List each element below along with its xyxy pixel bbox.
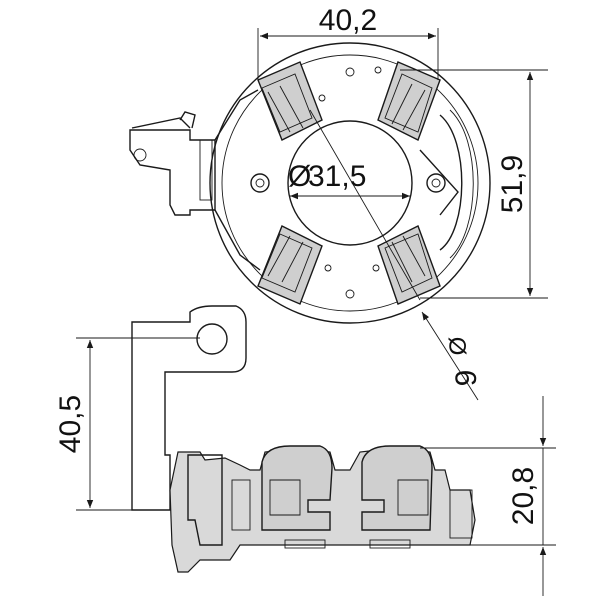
dimension-hole-diameter-label: 9 (450, 370, 483, 387)
top-view (129, 42, 491, 324)
dimension-top-width: 40,2 (257, 4, 439, 80)
side-view (131, 305, 476, 573)
dimension-top-width-label: 40,2 (319, 4, 377, 37)
mounting-hole-right (426, 173, 446, 193)
terminal-hole (196, 323, 228, 355)
dimension-hole-diameter: 9 Ø (421, 311, 483, 401)
dimension-left-height-label: 40,5 (54, 395, 87, 453)
dimension-right-height-label: 51,9 (496, 155, 529, 213)
outer-ring (209, 42, 491, 324)
mounting-hole-left (250, 173, 270, 193)
brush-holder-bottom-left (257, 225, 323, 305)
left-connector (129, 89, 261, 271)
brush-holder-top-left (257, 61, 323, 141)
inner-ring (221, 54, 479, 312)
dimension-inner-diameter-label: 31,5 (308, 160, 366, 193)
dimension-right-height: 51,9 (400, 69, 548, 299)
brush-holder-top-right (377, 61, 441, 141)
section-line (309, 109, 421, 301)
terminal-tab (131, 305, 247, 511)
dimension-side-height-label: 20,8 (507, 467, 540, 525)
commutator-opening (287, 120, 413, 246)
dimension-inner-diameter-symbol: Ø (288, 160, 311, 193)
dimension-inner-diameter: Ø 31,5 (288, 160, 410, 200)
spring-clip (419, 149, 459, 216)
brush-holder-bottom-right (377, 225, 441, 305)
dimension-hole-diameter-symbol: Ø (445, 337, 472, 356)
dimension-side-height: 20,8 (420, 396, 556, 596)
dimension-left-height: 40,5 (54, 337, 200, 511)
